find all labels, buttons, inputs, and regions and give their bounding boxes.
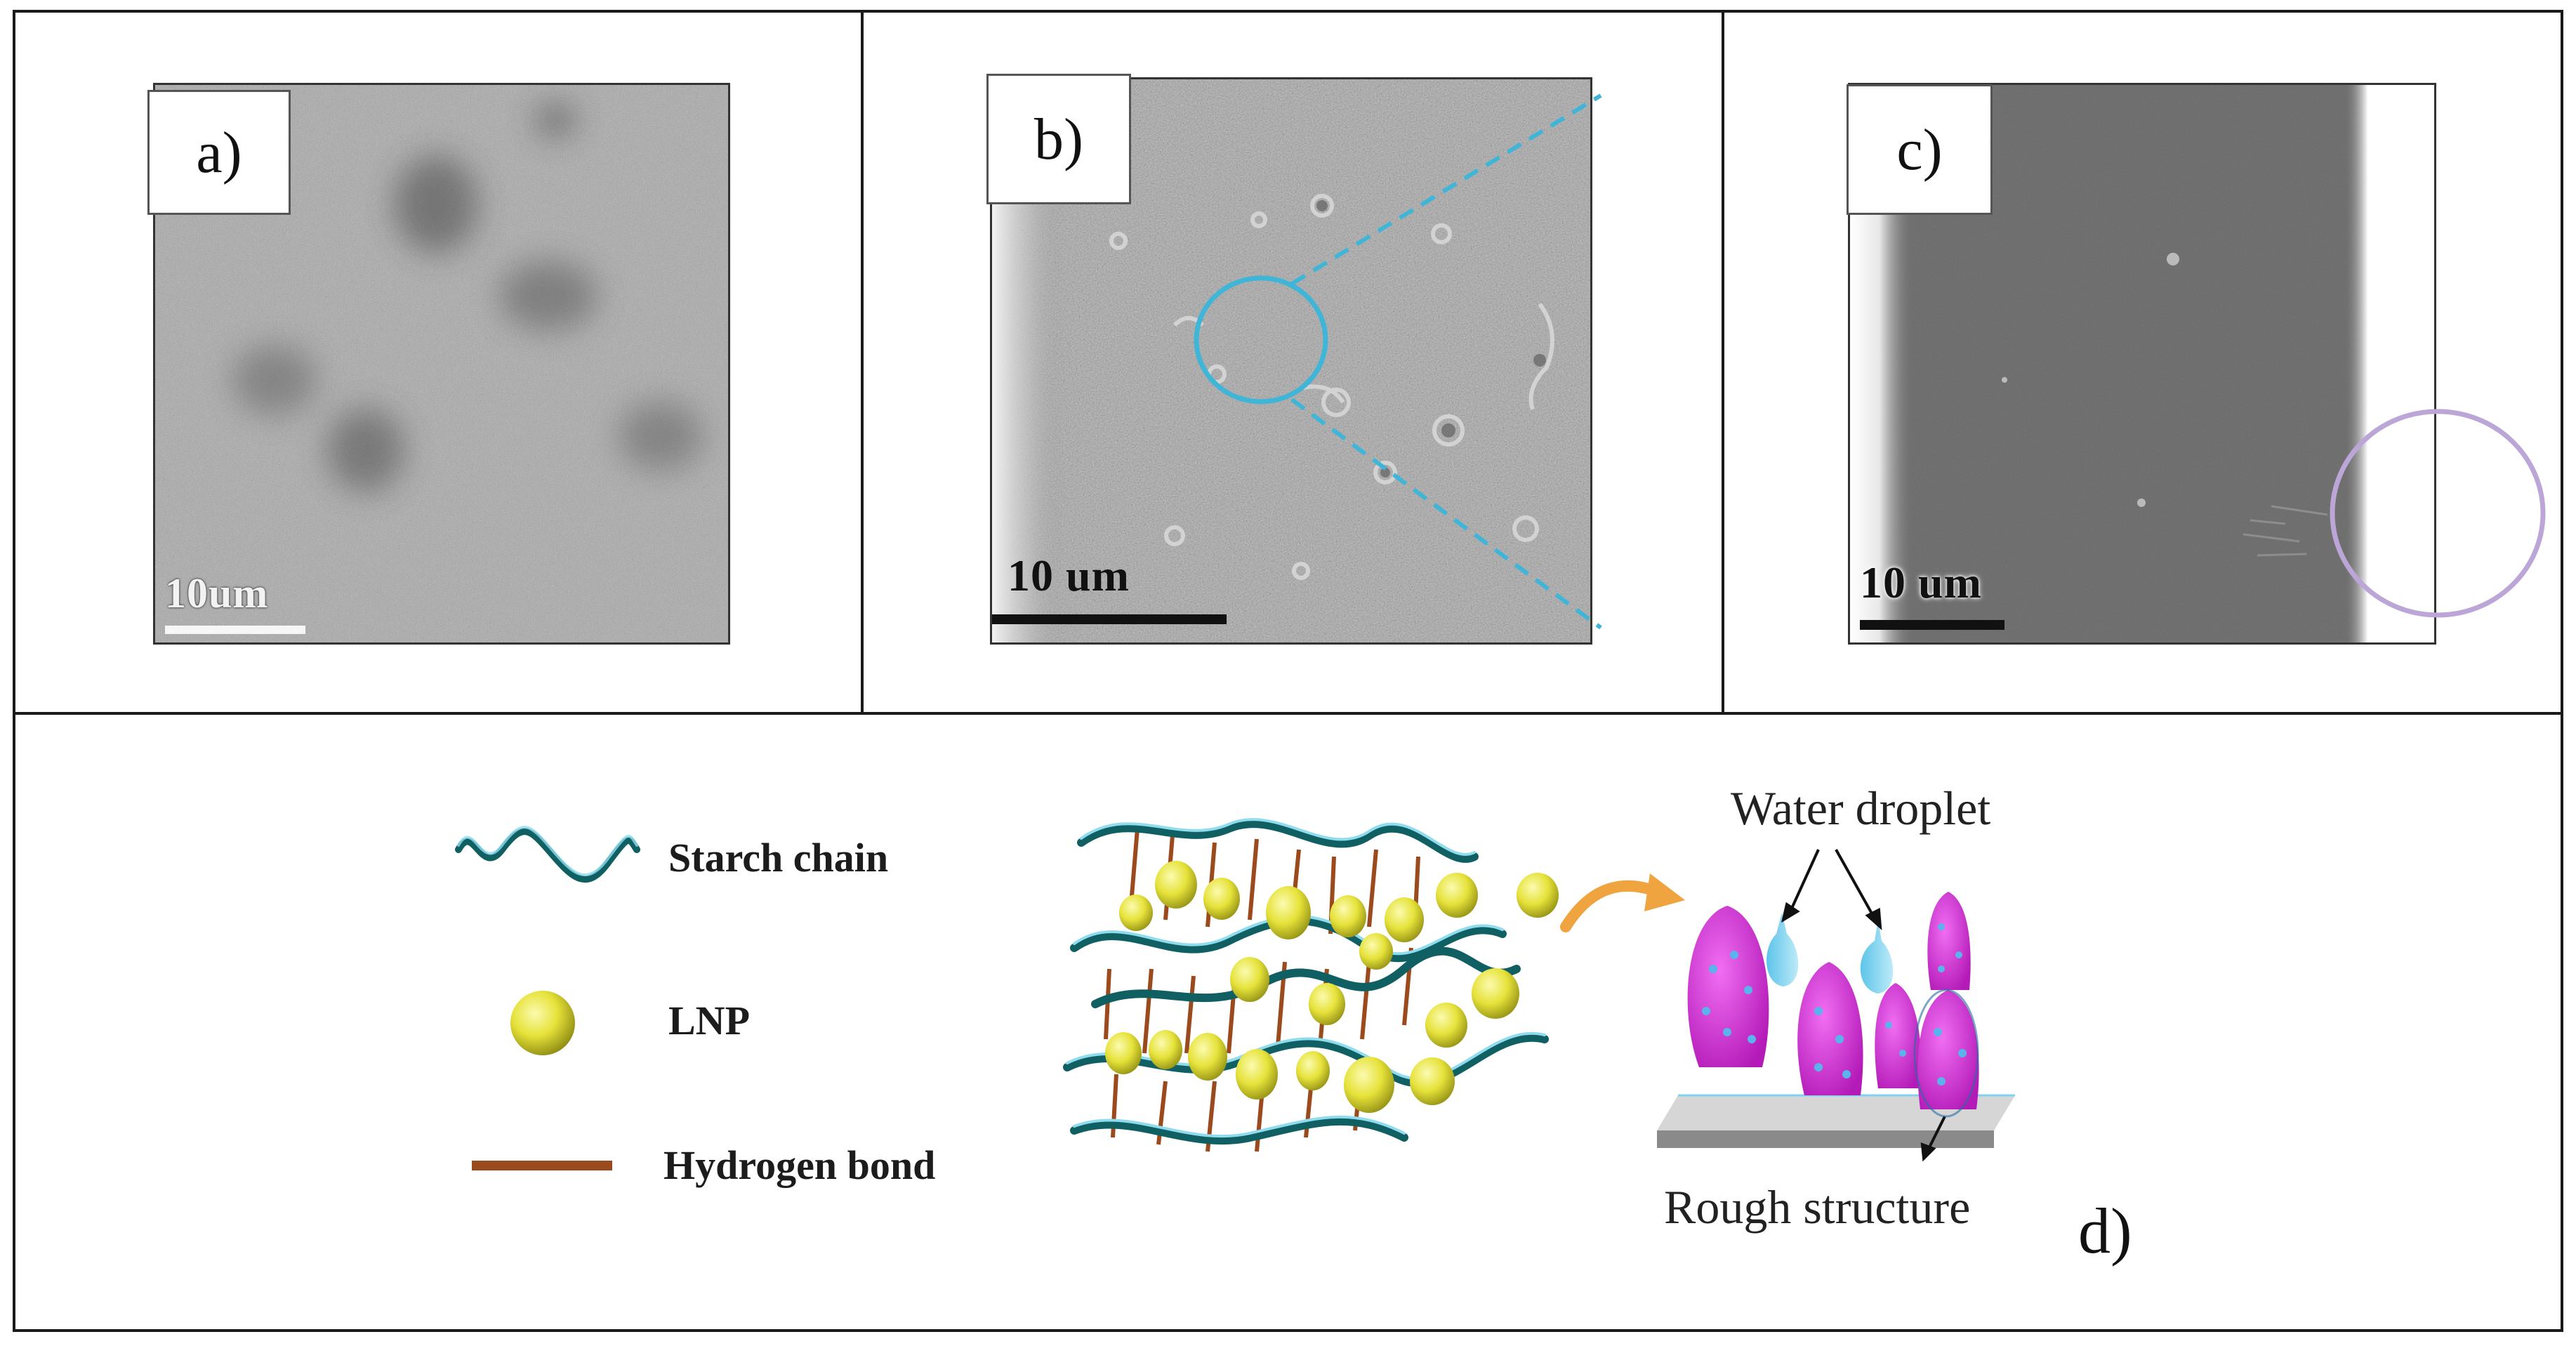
transition-arrow-icon: [1560, 873, 1685, 932]
starch-lnp-network: [1063, 818, 1559, 1152]
lnp-icon: [510, 991, 575, 1055]
hydrogen-bond-icon: [472, 1161, 612, 1170]
label-rough-structure: Rough structure: [1664, 1180, 1971, 1234]
zoom-indicator-c: [2330, 409, 2546, 618]
sem-image-b: 10 um: [990, 77, 1592, 645]
scale-bar-c: [1860, 620, 2004, 630]
sem-image-a: 10um: [153, 83, 730, 645]
label-water-droplet: Water droplet: [1731, 781, 1991, 835]
panel-label-b: b): [986, 74, 1131, 204]
starch-chain-icon: [455, 826, 640, 883]
col-divider-2: [1722, 10, 1724, 713]
zoom-indicator-b: [1194, 93, 1602, 630]
rough-surface-diagram: [1657, 849, 2015, 1162]
panel-label-d: d): [2078, 1195, 2132, 1267]
scale-bar-a: [165, 626, 305, 634]
scale-label-a: 10um: [165, 570, 269, 616]
legend-starch-chain: Starch chain: [668, 835, 889, 880]
scale-bar-b: [992, 614, 1227, 624]
col-divider-1: [861, 10, 864, 713]
row-divider: [13, 712, 2563, 715]
legend-hydrogen-bond: Hydrogen bond: [663, 1142, 936, 1188]
panel-label-c: c): [1847, 84, 1993, 215]
figure-frame: [13, 10, 2563, 1332]
legend-lnp: LNP: [668, 998, 750, 1043]
scale-label-b: 10 um: [1008, 550, 1130, 600]
scale-label-c: 10 um: [1860, 557, 1982, 607]
panel-label-a: a): [147, 90, 291, 215]
